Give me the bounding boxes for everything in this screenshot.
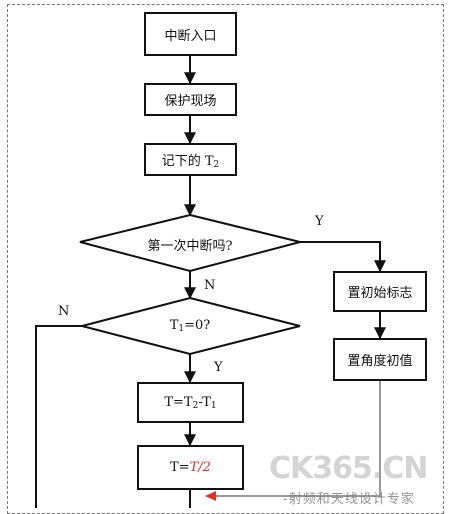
label-no-left: N bbox=[58, 304, 70, 319]
box-t-diff-label: T=T2-T1 bbox=[164, 394, 217, 411]
watermark-tagline: -射频和天线设计专家 bbox=[283, 492, 415, 507]
box-init-angle-label: 置角度初值 bbox=[347, 354, 413, 369]
arrow-decision1-yes-to-init-flag bbox=[300, 241, 386, 273]
merge-arrowhead bbox=[205, 491, 216, 501]
decision-first-interrupt-label: 第一次中断吗? bbox=[147, 239, 233, 254]
box-init-flag-label: 置初始标志 bbox=[347, 286, 413, 301]
label-yes-down: Y bbox=[214, 360, 223, 375]
line-init-angle-merge bbox=[212, 381, 381, 497]
label-no-down: N bbox=[204, 278, 216, 293]
box-init-flag: 置初始标志 bbox=[333, 271, 427, 312]
box-t-half-label: T=T/2 bbox=[170, 460, 211, 475]
box-save-context-label: 保护现场 bbox=[164, 94, 217, 109]
box-init-angle: 置角度初值 bbox=[333, 338, 427, 381]
box-record-t2: 记下的 T2 bbox=[144, 143, 237, 176]
box-record-t2-label: 记下的 T2 bbox=[161, 153, 220, 170]
box-save-context: 保护现场 bbox=[144, 83, 237, 116]
line-decision2-no-left bbox=[35, 325, 82, 508]
box-t-diff: T=T2-T1 bbox=[137, 382, 244, 423]
box-t-half: T=T/2 bbox=[137, 445, 244, 490]
watermark-logo: CK365.CN bbox=[269, 451, 428, 486]
decision-t1-zero-label: T1=0? bbox=[169, 318, 211, 334]
box-interrupt-entry: 中断入口 bbox=[144, 12, 237, 56]
decision-first-interrupt bbox=[79, 213, 301, 273]
label-yes-right: Y bbox=[315, 214, 324, 229]
box-interrupt-entry-label: 中断入口 bbox=[164, 28, 217, 44]
decision-t1-zero bbox=[78, 296, 301, 356]
